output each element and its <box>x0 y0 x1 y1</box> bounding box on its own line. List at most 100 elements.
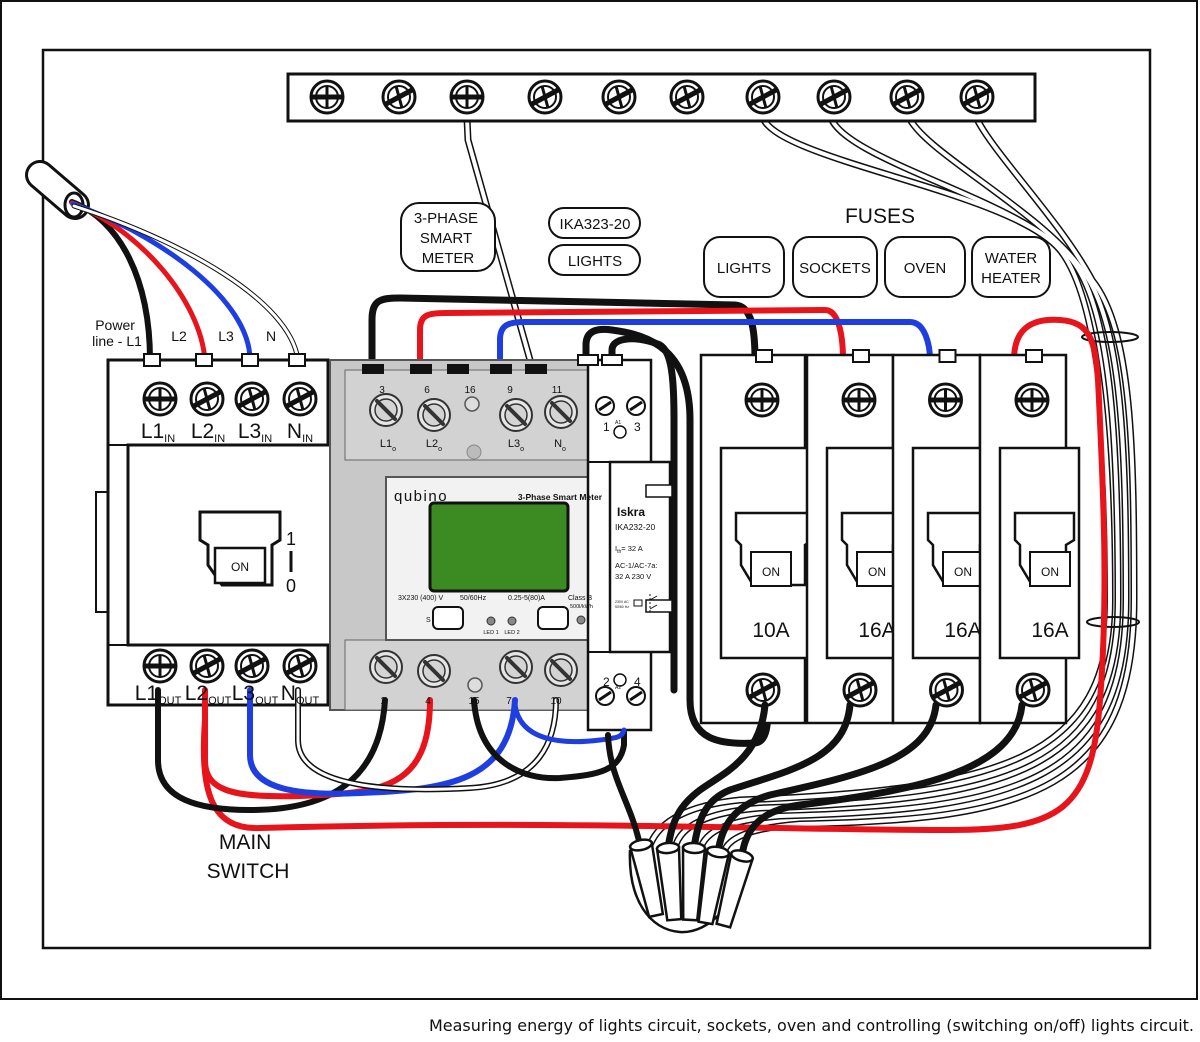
relay-contact-symbol <box>633 594 658 614</box>
meter-terminal-label: No <box>554 438 566 453</box>
breaker-lever[interactable]: ON <box>734 511 815 587</box>
terminal-slot <box>143 353 161 367</box>
main-switch-in-screw <box>191 383 223 415</box>
meter-top-slot <box>410 364 432 374</box>
main-switch-in-screw <box>144 383 176 415</box>
meter-top-slot <box>525 364 547 374</box>
relay-coil-2: 50/60 Hz <box>615 605 629 609</box>
meter-spec-current: 0.25-5(80)A <box>508 595 545 602</box>
relay-rating-label: I <box>615 544 617 553</box>
relay-screw <box>625 395 647 417</box>
meter-terminal-screw <box>543 394 579 430</box>
breaker-lever-text: ON <box>954 565 972 579</box>
meter-led1-label: LED 1 <box>483 630 498 636</box>
meter-spec-voltage: 3X230 (400) V <box>398 595 443 602</box>
main-switch-out-screw <box>191 650 223 682</box>
connector-caps <box>628 838 755 929</box>
fuse-tag-label: LIGHTS <box>717 260 771 277</box>
main-switch-out-screw <box>236 650 268 682</box>
tag-smart-meter-line3: METER <box>422 250 475 267</box>
terminal-slot <box>288 353 306 367</box>
main-switch-label-2: SWITCH <box>207 860 290 883</box>
meter-s-button[interactable] <box>432 606 464 630</box>
breaker-bottom-screw <box>931 674 963 706</box>
meter-spec-impulse: 500l/kWh <box>570 604 593 610</box>
led-class <box>576 615 586 625</box>
relay-bottom-2: 2 <box>603 675 610 689</box>
breaker-top-screw <box>843 384 875 416</box>
neutral-bar-screw <box>747 81 779 113</box>
breaker-lever[interactable]: ON <box>840 511 903 587</box>
main-switch-out-label: L2OUT <box>185 682 232 707</box>
meter-top-slot <box>447 364 469 374</box>
main-switch-pos-off: 0 <box>286 576 296 596</box>
meter-screws <box>368 392 579 693</box>
meter-top-number: 3 <box>379 385 385 396</box>
breaker-rating: 16A <box>858 619 895 642</box>
meter-terminal-screw <box>498 397 534 433</box>
neutral-bar-screw <box>529 81 561 113</box>
wire-connector-cap <box>655 841 683 922</box>
breaker-bottom-screw <box>747 674 779 706</box>
meter-terminal-screw <box>416 653 452 689</box>
neutral-bar-screw <box>603 81 635 113</box>
meter-bottom-number: 1 <box>380 696 386 707</box>
phase-label-n: N <box>266 328 276 344</box>
meter-right-button[interactable] <box>537 606 569 630</box>
main-switch-in-label: NIN <box>287 420 313 445</box>
main-switch-in-label: L3IN <box>238 420 272 445</box>
meter-top-slots <box>362 364 547 374</box>
phase-label-l2: L2 <box>171 328 187 344</box>
neutral-bar-screw <box>451 81 483 113</box>
main-switch-in-screw <box>236 383 268 415</box>
relay-spec-2: 32 A 230 V <box>615 572 651 581</box>
wires-back <box>25 111 1140 856</box>
meter-top-number: 9 <box>507 385 513 396</box>
main-switch-lever[interactable]: ON <box>198 510 282 587</box>
relay-brand: Iskra <box>617 505 645 519</box>
led-1 <box>486 616 496 626</box>
meter-spec-class: Class B <box>568 595 592 602</box>
main-switch-out-label: L3OUT <box>232 682 279 707</box>
fuse-tag-label: SOCKETS <box>799 260 871 277</box>
meter-bottom-number: 7 <box>506 696 512 707</box>
smart-meter <box>329 359 611 711</box>
meter-terminal-label: L2o <box>426 438 442 453</box>
svg-text:MAIN SWITCH: MAIN SWITCH <box>207 831 290 883</box>
led-2 <box>507 616 517 626</box>
meter-terminal-screw <box>368 392 404 428</box>
svg-text:Power line - L1: Power line - L1 <box>92 317 142 349</box>
power-line-label-1: Power <box>95 317 135 333</box>
neutral-bar-screw <box>961 81 993 113</box>
meter-bottom-number: 10 <box>550 696 562 707</box>
fuses-title: FUSES <box>845 205 915 228</box>
relay-coil-1: 230V AC <box>615 600 629 604</box>
relay-top-slot <box>577 354 599 366</box>
tags: 3-PHASE SMART METER IKA323-20 LIGHTS FUS… <box>92 202 1051 883</box>
tag-relay-function: LIGHTS <box>568 253 622 270</box>
main-switch-out-label: L1OUT <box>135 682 182 707</box>
fuse-tag-box <box>884 236 966 298</box>
meter-led2-label: LED 2 <box>504 630 519 636</box>
fuse-tag-label: HEATER <box>981 270 1041 287</box>
breaker: ON 10A <box>699 349 820 725</box>
meter-terminal-screw <box>368 649 404 685</box>
breaker-lever[interactable]: ON <box>1013 511 1076 587</box>
breaker-rating: 10A <box>752 619 789 642</box>
meter-text: qubino 3-Phase Smart Meter 3X230 (400) V… <box>379 385 602 707</box>
main-switch-device: ON 1 0 <box>95 353 340 707</box>
fuse-tag-box <box>971 236 1051 298</box>
meter-terminal-screw <box>543 652 579 688</box>
main-switch-label-1: MAIN <box>219 831 272 854</box>
fuse-tag-label: OVEN <box>904 260 947 277</box>
relay-coil-a1: A1 <box>615 420 621 426</box>
breaker-bottom-screw <box>1017 674 1049 706</box>
main-switch-top-slots <box>143 353 306 367</box>
caption: Measuring energy of lights circuit, sock… <box>428 1016 1194 1035</box>
meter-top-number: 16 <box>464 385 476 396</box>
